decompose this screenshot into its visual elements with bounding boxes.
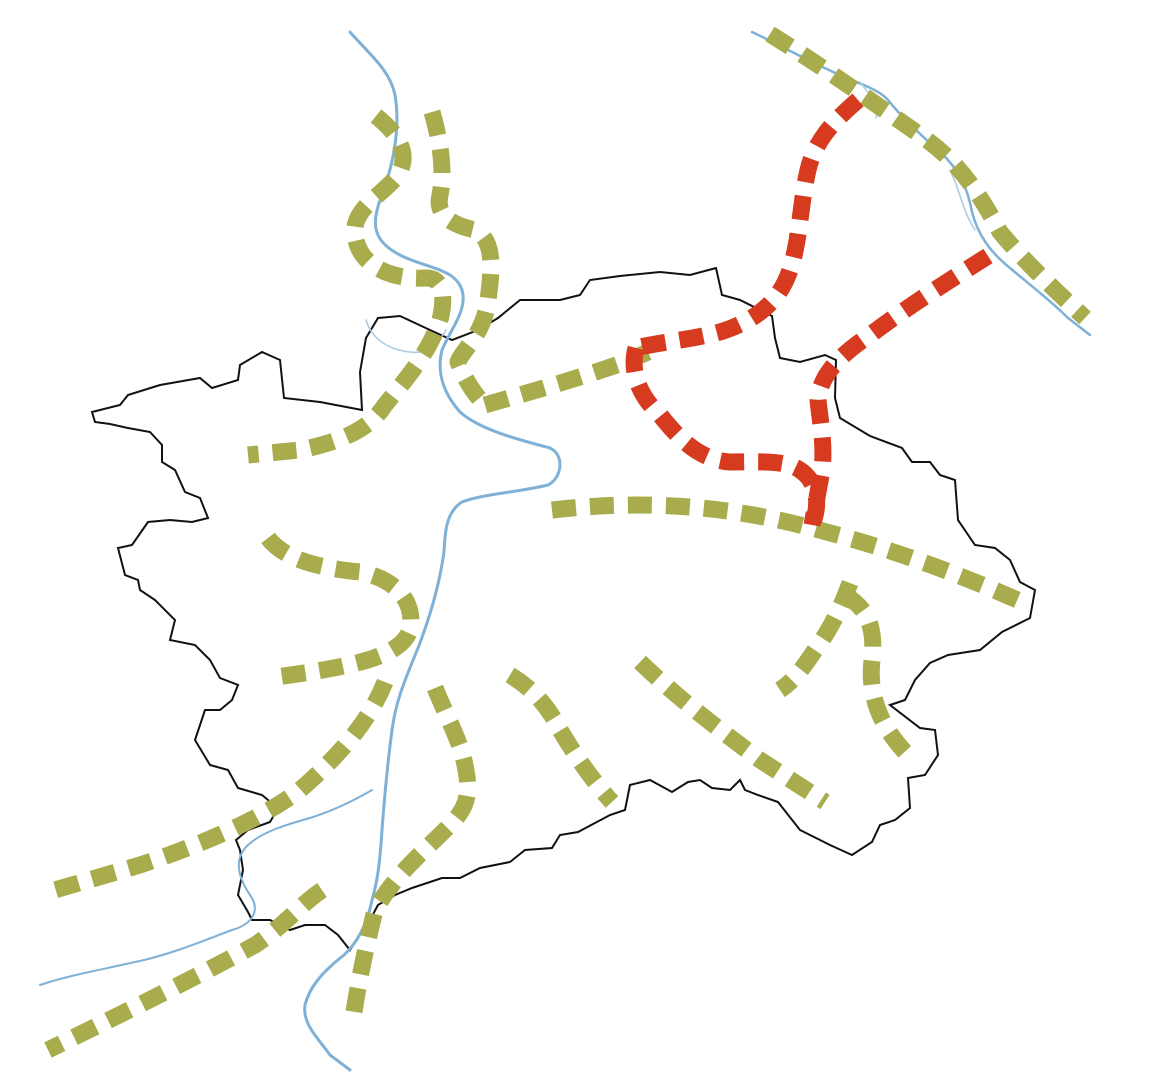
- green-corridor-west-s: [261, 532, 420, 687]
- green-corridor-south-mid: [343, 684, 477, 1027]
- green-corridor-north-central: [423, 109, 500, 412]
- red-corridor-north-arc: [633, 93, 864, 357]
- river-tributary-sw: [39, 789, 373, 986]
- green-corridor-northeast-river: [765, 26, 1091, 325]
- red-corridor-loop: [625, 345, 826, 529]
- red-corridor-east-branch: [803, 248, 993, 527]
- green-corridor-north-east-arm: [482, 344, 652, 414]
- river-main: [303, 30, 562, 1072]
- green-corridor-southwest-1: [45, 678, 393, 901]
- green-corridor-east-long: [551, 496, 1026, 610]
- city-boundary: [90, 266, 1037, 952]
- green-corridor-east-stub: [775, 580, 858, 698]
- green-corridor-south-east: [634, 655, 830, 810]
- green-corridors: [44, 26, 1091, 1058]
- red-corridors: [625, 93, 993, 529]
- green-corridor-northwest-loop: [247, 109, 452, 464]
